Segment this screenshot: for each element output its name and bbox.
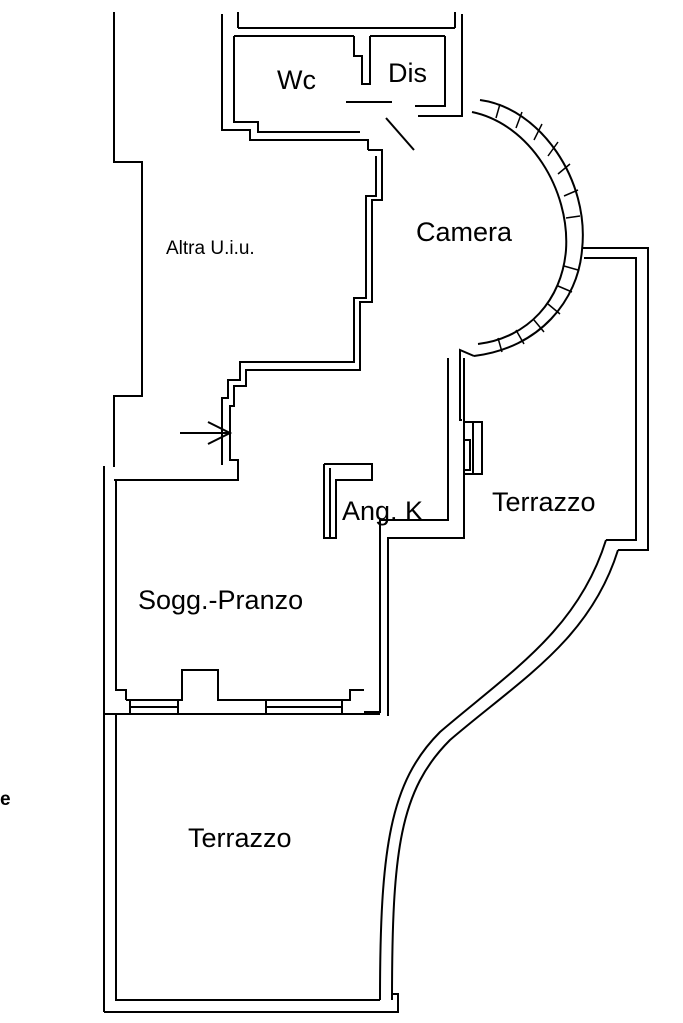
terrace-right-wall [582,247,649,551]
room-label-angolo-cottura: Ang. K [342,496,424,526]
camera-bay-window-inner [471,111,568,345]
camera-bay-end-wall [459,348,475,421]
terrace-right-inner [584,257,637,541]
room-label-terrazzo-right: Terrazzo [492,487,596,517]
kitchen-counter [323,463,373,539]
room-label-altra: Altra U.i.u. [166,238,255,259]
room-label-terrazzo-bottom: Terrazzo [188,823,292,853]
terrace-bottom-inner [115,714,380,1001]
party-wall-outer [114,149,383,481]
wc-dis-partition [353,36,371,85]
terrace-bottom-wall [104,993,399,1013]
edge-text-fragment: e [0,789,11,810]
terrace-curve-inner [379,539,607,1001]
living-wall-left-inner [115,480,127,700]
camera-bay-mullions [495,103,581,353]
neighbor-unit-wall [113,12,143,467]
kitchen-wall-outer [387,358,471,716]
room-label-soggiorno: Sogg.-Pranzo [138,585,304,615]
terrace-curve-outer [391,549,619,1001]
party-wall-inner [221,156,377,465]
entrance-arrow-head [207,421,233,445]
camera-door-leaf [385,117,415,151]
camera-bay-window-outer [473,99,584,357]
room-label-dis: Dis [388,58,427,88]
room-label-wc: Wc [277,65,316,95]
room-label-camera: Camera [416,217,513,247]
kitchen-wall [364,358,449,713]
wc-dis-outer-wall [221,14,369,150]
dis-outer-right-wall [418,14,463,117]
living-bottom-inner [126,669,364,701]
dis-right-wall [415,36,446,107]
wc-inner-wall [233,36,360,133]
